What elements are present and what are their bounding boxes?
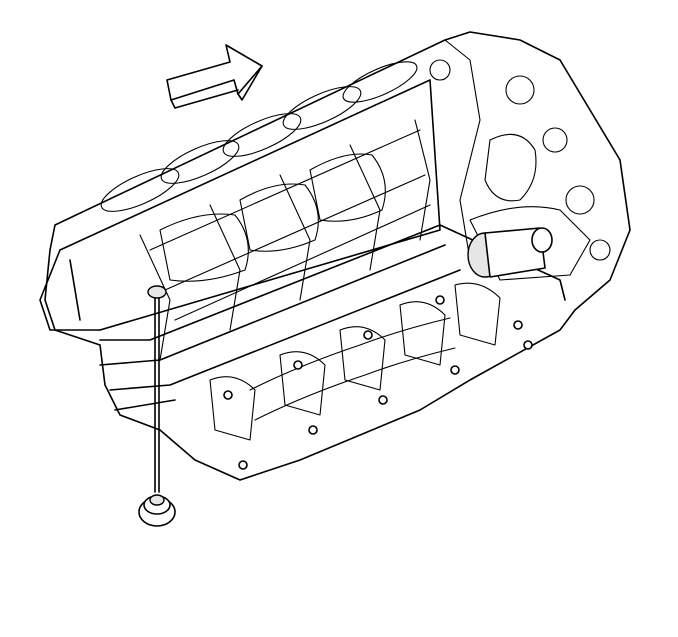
main-bearing-caps (209, 282, 501, 441)
direction-arrow-icon (166, 44, 263, 109)
cap-bolts (223, 295, 533, 470)
cylinder-bores (100, 61, 418, 212)
oil-gallery-bore (147, 285, 167, 299)
crankcase-bulkheads (139, 119, 431, 361)
oil-gallery-plug-icon (138, 494, 176, 527)
rear-face (429, 39, 611, 281)
camshaft-bore (467, 227, 553, 278)
exploded-view-leader-line (154, 297, 160, 493)
engine-block (39, 31, 631, 481)
